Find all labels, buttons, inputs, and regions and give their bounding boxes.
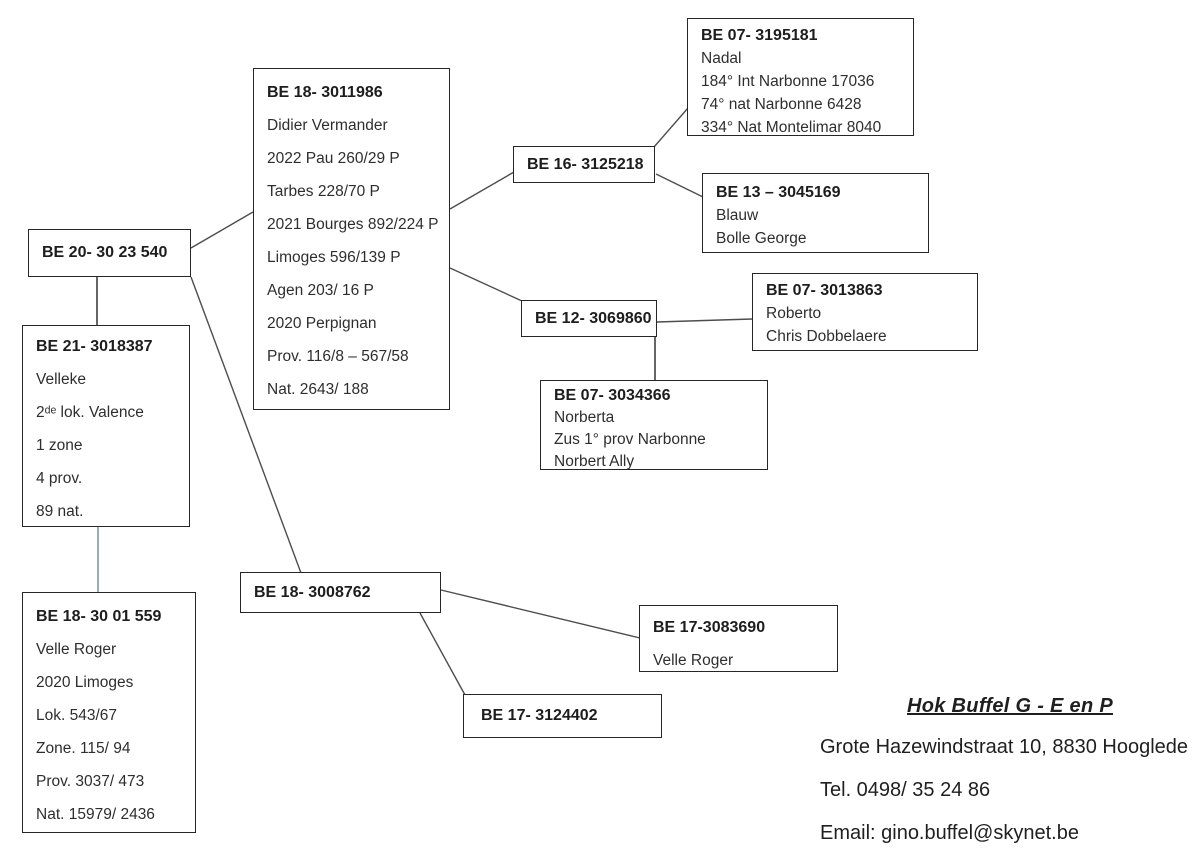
box-details: Didier Vermander 2022 Pau 260/29 P Tarbes … [267,109,449,406]
box-line: Nat. 15979/ 2436 [36,806,155,823]
box-line: 2020 Limoges [36,674,134,691]
box-line: 334° Nat Montelimar 8040 [701,119,882,136]
pedigree-box-be20-3023540: BE 20- 30 23 540 [28,229,191,277]
edge-be18main-to-be16 [449,171,515,210]
box-line: 2022 Pau 260/29 P [267,150,400,167]
box-line: Nadal [701,50,742,67]
box-line: Tarbes 228/70 P [267,183,380,200]
edge-be18-3008762-to-be17-3124402 [419,612,466,696]
pedigree-box-be18-3001559: BE 18- 30 01 559 Velle Roger 2020 Limoges… [22,592,196,833]
box-details: Velleke 2ᵈᵉ lok. Valence 1 zone 4 prov. 89 n… [36,363,189,526]
pedigree-box-be21-3018387: BE 21- 3018387 Velleke 2ᵈᵉ lok. Valence 1 … [22,325,190,527]
box-line: 2ᵈᵉ lok. Valence [36,404,144,421]
box-line: Velle Roger [653,652,734,669]
box-line: Limoges 596/139 P [267,249,401,266]
box-line: Didier Vermander [267,117,388,134]
ring-number: BE 20- 30 23 540 [42,244,168,261]
ring-number: BE 18- 30 01 559 [36,608,162,625]
pedigree-box-be16-3125218: BE 16- 3125218 [513,146,655,183]
ring-number: BE 17-3083690 [653,619,766,636]
pedigree-box-be18-3008762: BE 18- 3008762 [240,572,441,613]
box-line: 4 prov. [36,470,83,487]
ring-number: BE 07- 3195181 [701,27,818,44]
loft-contact-block: Hok Buffel G - E en P Grote Hazewindstra… [820,695,1200,858]
box-line: 2020 Perpignan [267,315,377,332]
ring-number: BE 17- 3124402 [481,707,598,724]
loft-email: Email: gino.buffel@skynet.be [820,822,1079,844]
box-details: Velle Roger [653,644,837,671]
ring-number: BE 18- 3011986 [267,84,383,101]
edge-be16-to-be13 [655,173,704,198]
pedigree-box-be07-3195181: BE 07- 3195181 Nadal 184° Int Narbonne 17… [687,18,914,136]
box-line: 89 nat. [36,503,84,520]
edge-be18-3008762-to-be17-3083690 [440,589,641,639]
box-details: Nadal 184° Int Narbonne 17036 74° nat Narb… [701,47,913,136]
box-line: Norberta [554,409,615,426]
edge-be18main-to-be12 [449,267,523,302]
ring-number: BE 12- 3069860 [535,309,652,327]
box-line: Norbert Ally [554,453,635,470]
box-line: Velleke [36,371,86,388]
box-line: Lok. 543/67 [36,707,118,724]
pedigree-box-be12-3069860: BE 12- 3069860 [521,300,657,337]
ring-number: BE 07- 3034366 [554,387,671,404]
box-line: 74° nat Narbonne 6428 [701,96,862,113]
ring-number: BE 18- 3008762 [254,583,371,601]
box-line: Bolle George [716,230,807,247]
pedigree-box-be17-3083690: BE 17-3083690 Velle Roger [639,605,838,672]
ring-number: BE 13 – 3045169 [716,184,841,201]
box-line: Zone. 115/ 94 [36,740,131,757]
box-line: 1 zone [36,437,83,454]
edge-be12-to-be07-3013863 [656,318,753,323]
ring-number: BE 16- 3125218 [527,155,644,173]
box-line: Agen 203/ 16 P [267,282,374,299]
box-line: 184° Int Narbonne 17036 [701,73,875,90]
pedigree-box-be17-3124402: BE 17- 3124402 [463,694,662,738]
ring-number: BE 21- 3018387 [36,338,153,355]
pedigree-box-be18-3011986: BE 18- 3011986 Didier Vermander 2022 Pau … [253,68,450,410]
box-line: Zus 1° prov Narbonne [554,431,706,448]
box-line: Prov. 116/8 – 567/58 [267,348,409,365]
box-line: 2021 Bourges 892/224 P [267,216,439,233]
edge-be16-to-be07-3195181 [653,107,689,148]
box-line: Nat. 2643/ 188 [267,381,369,398]
box-line: Roberto [766,305,822,322]
loft-name: Hok Buffel G - E en P [907,695,1113,717]
box-line: Blauw [716,207,759,224]
box-line: Prov. 3037/ 473 [36,773,145,790]
box-line: Velle Roger [36,641,117,658]
box-line: Chris Dobbelaere [766,328,887,345]
loft-phone: Tel. 0498/ 35 24 86 [820,779,991,801]
loft-address: Grote Hazewindstraat 10, 8830 Hooglede [820,736,1189,758]
edge-be20-to-be18main [190,211,254,249]
edge-be20-to-be18-3008762 [190,276,302,574]
ring-number: BE 07- 3013863 [766,282,883,299]
